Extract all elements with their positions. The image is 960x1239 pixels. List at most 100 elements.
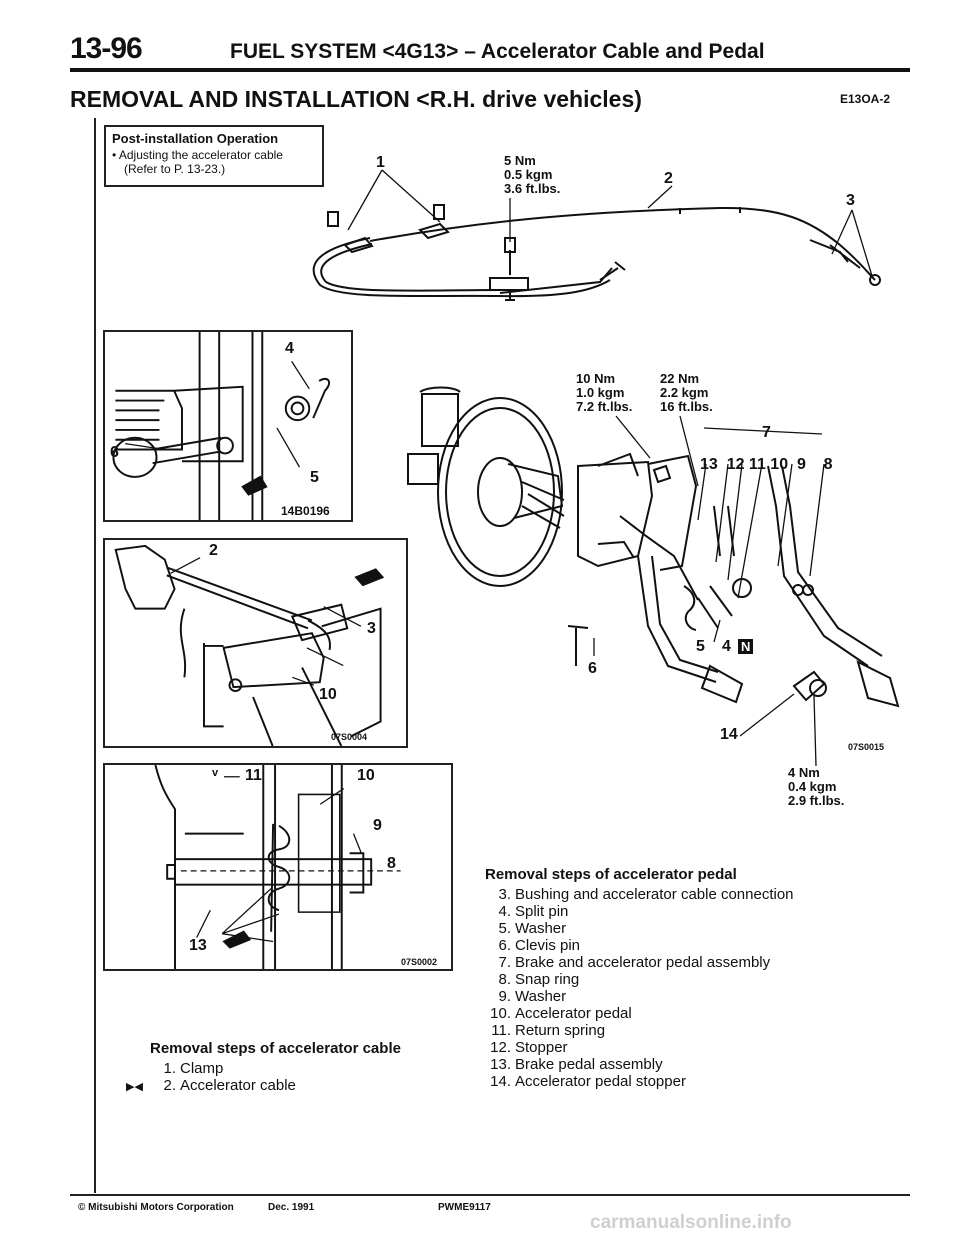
step-number: 7. xyxy=(498,954,511,971)
section-title: REMOVAL AND INSTALLATION <R.H. drive veh… xyxy=(70,86,642,112)
label-clamp: 1 xyxy=(376,154,385,171)
label-mark: v xyxy=(212,767,219,779)
step-item: 1.Clamp xyxy=(150,1060,470,1077)
step-item: 14.Accelerator pedal stopper xyxy=(485,1073,905,1090)
step-number: 14. xyxy=(490,1073,511,1090)
margin-rule xyxy=(94,118,96,1193)
label-brake: 13 xyxy=(189,937,207,954)
label-stopper: 14 xyxy=(720,726,738,743)
service-mark-icon: ▶◀ xyxy=(126,1081,143,1093)
steps-accelerator-cable: Removal steps of accelerator cable 1.Cla… xyxy=(126,1040,470,1096)
label-washer: 5 xyxy=(310,469,319,486)
cable-routing-drawing xyxy=(312,169,881,301)
step-number: 6. xyxy=(498,937,511,954)
step-text: Washer xyxy=(515,920,567,937)
steps-pedal-list: 3.Bushing and accelerator cable connecti… xyxy=(485,886,905,1090)
figure-cable-routing: 1 2 3 5 Nm 0.5 kgm 3.6 ft.lbs. xyxy=(300,150,910,320)
step-item: 10.Accelerator pedal xyxy=(485,1005,905,1022)
clevis-detail-drawing xyxy=(112,332,331,520)
n-mark-icon: N xyxy=(738,639,754,654)
figure-code-main: 07S0015 xyxy=(848,742,885,752)
figure-code-bushing: 07S0004 xyxy=(331,732,368,742)
spring-detail-drawing xyxy=(154,765,401,969)
step-item: 11.Return spring xyxy=(485,1022,905,1039)
footer-copyright: © Mitsubishi Motors Corporation xyxy=(78,1202,234,1213)
figure-spring-detail: v 11 10 9 8 13 07S0002 xyxy=(103,763,453,971)
label-cable: 2 xyxy=(664,170,673,187)
step-item: 13.Brake pedal assembly xyxy=(485,1056,905,1073)
label-cable: 2 xyxy=(209,542,218,559)
footer-date: Dec. 1991 xyxy=(268,1202,315,1213)
step-text: Clevis pin xyxy=(515,937,581,954)
step-text: Washer xyxy=(515,988,567,1005)
step-item: 3.Bushing and accelerator cable connecti… xyxy=(485,886,905,903)
post-installation-title: Post-installation Operation xyxy=(112,131,279,146)
footer-pub-code: PWME9117 xyxy=(438,1202,491,1213)
label-clevis-pin: 6 xyxy=(588,660,597,677)
label-clevis-pin: 6 xyxy=(110,444,119,461)
steps-cable-list: 1.Clamp ▶◀ 2.Accelerator cable xyxy=(126,1060,470,1096)
label-split-pin: 4 xyxy=(722,638,731,655)
step-text: Split pin xyxy=(515,903,569,920)
steps-pedal-title: Removal steps of accelerator pedal xyxy=(485,866,737,883)
page-title: FUEL SYSTEM <4G13> – Accelerator Cable a… xyxy=(230,40,765,63)
step-item: 7.Brake and accelerator pedal assembly xyxy=(485,954,905,971)
label-part-group: 13 12 11 10 9 8 xyxy=(700,456,833,473)
post-installation-ref: (Refer to P. 13-23.) xyxy=(124,162,226,176)
pedal-assembly-drawing xyxy=(407,386,900,767)
label-washer: 9 xyxy=(373,817,382,834)
step-text: Snap ring xyxy=(515,971,580,988)
step-text: Brake and accelerator pedal assembly xyxy=(515,954,771,971)
figure-pedal-assembly: 10 Nm 1.0 kgm 7.2 ft.lbs. 22 Nm 2.2 kgm … xyxy=(398,366,910,828)
step-item: 5.Washer xyxy=(485,920,905,937)
label-pedal-assembly: 7 xyxy=(762,424,771,441)
label-bushing: 3 xyxy=(367,620,376,637)
step-text: Return spring xyxy=(515,1022,606,1039)
step-text: Clamp xyxy=(180,1060,224,1077)
step-number: 10. xyxy=(490,1005,511,1022)
step-number: 5. xyxy=(498,920,511,937)
step-item: 12.Stopper xyxy=(485,1039,905,1056)
step-text: Bushing and accelerator cable connection xyxy=(515,886,794,903)
step-number: 4. xyxy=(498,903,511,920)
page-number: 13-96 xyxy=(70,32,143,65)
torque-cable-clamp: 5 Nm 0.5 kgm 3.6 ft.lbs. xyxy=(504,153,561,196)
step-number: 11. xyxy=(491,1022,511,1039)
step-number: 3. xyxy=(498,886,511,903)
steps-accelerator-pedal: Removal steps of accelerator pedal 3.Bus… xyxy=(485,866,905,1090)
step-text: Accelerator cable xyxy=(180,1077,296,1094)
torque-pedal-bracket-left: 10 Nm 1.0 kgm 7.2 ft.lbs. xyxy=(576,371,633,414)
figure-bushing-detail: 2 3 10 07S0004 xyxy=(103,538,408,748)
post-installation-box: Post-installation Operation • Adjusting … xyxy=(104,125,324,187)
step-text: Accelerator pedal stopper xyxy=(515,1073,686,1090)
step-text: Brake pedal assembly xyxy=(515,1056,663,1073)
torque-pedal-bracket-right: 22 Nm 2.2 kgm 16 ft.lbs. xyxy=(660,371,713,414)
label-bushing: 3 xyxy=(846,192,855,209)
step-text: Accelerator pedal xyxy=(515,1005,632,1022)
step-number: 1. xyxy=(163,1060,176,1077)
step-number: 2. xyxy=(163,1077,176,1094)
label-spring: 11 xyxy=(245,767,262,784)
label-washer: 5 xyxy=(696,638,705,655)
step-item: ▶◀ 2.Accelerator cable xyxy=(126,1077,470,1096)
step-item: 9.Washer xyxy=(485,988,905,1005)
steps-cable-title: Removal steps of accelerator cable xyxy=(150,1040,401,1057)
step-item: 8.Snap ring xyxy=(485,971,905,988)
label-split-pin: 4 xyxy=(285,340,294,357)
step-number: 9. xyxy=(498,988,511,1005)
step-text: Stopper xyxy=(515,1039,568,1056)
figure-code-spring: 07S0002 xyxy=(401,957,438,967)
step-item: 4.Split pin xyxy=(485,903,905,920)
label-snap-ring: 8 xyxy=(387,855,396,872)
figure-code-clevis: 14B0196 xyxy=(281,504,330,518)
footer-rule xyxy=(70,1194,910,1196)
label-pedal: 10 xyxy=(357,767,375,784)
torque-pedal-stopper: 4 Nm 0.4 kgm 2.9 ft.lbs. xyxy=(788,765,845,808)
label-pedal: 10 xyxy=(319,686,337,703)
section-code: E13OA-2 xyxy=(840,92,891,106)
post-installation-item: • Adjusting the accelerator cable xyxy=(112,148,283,162)
bushing-detail-drawing xyxy=(114,544,385,746)
step-number: 13. xyxy=(490,1056,511,1073)
figure-clevis-detail: 4 5 6 14B0196 xyxy=(103,330,353,522)
step-number: 12. xyxy=(490,1039,511,1056)
